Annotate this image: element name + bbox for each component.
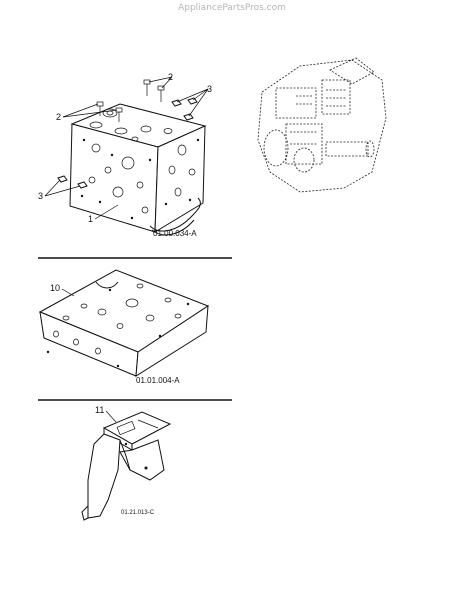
callout-10: 10 [50,283,60,293]
figure-c-code: 01.21.013-C [121,510,155,516]
watermark-text: AppliancePartsPros.com [178,3,286,13]
callout-3-right: 3 [207,84,212,94]
frame-assembly-drawing [44,76,209,236]
callout-1: 1 [88,214,93,224]
callout-11: 11 [95,405,104,415]
engine-reference-drawing [257,57,387,193]
figure-a-code: 01.00.034-A [153,229,197,238]
callout-3-left: 3 [38,191,43,201]
callout-2-left: 2 [56,112,61,122]
figure-b-code: 01.01.004-A [136,376,180,385]
callout-2-top: 2 [168,72,173,82]
base-plate-drawing [38,269,210,377]
bracket-drawing [81,410,172,521]
